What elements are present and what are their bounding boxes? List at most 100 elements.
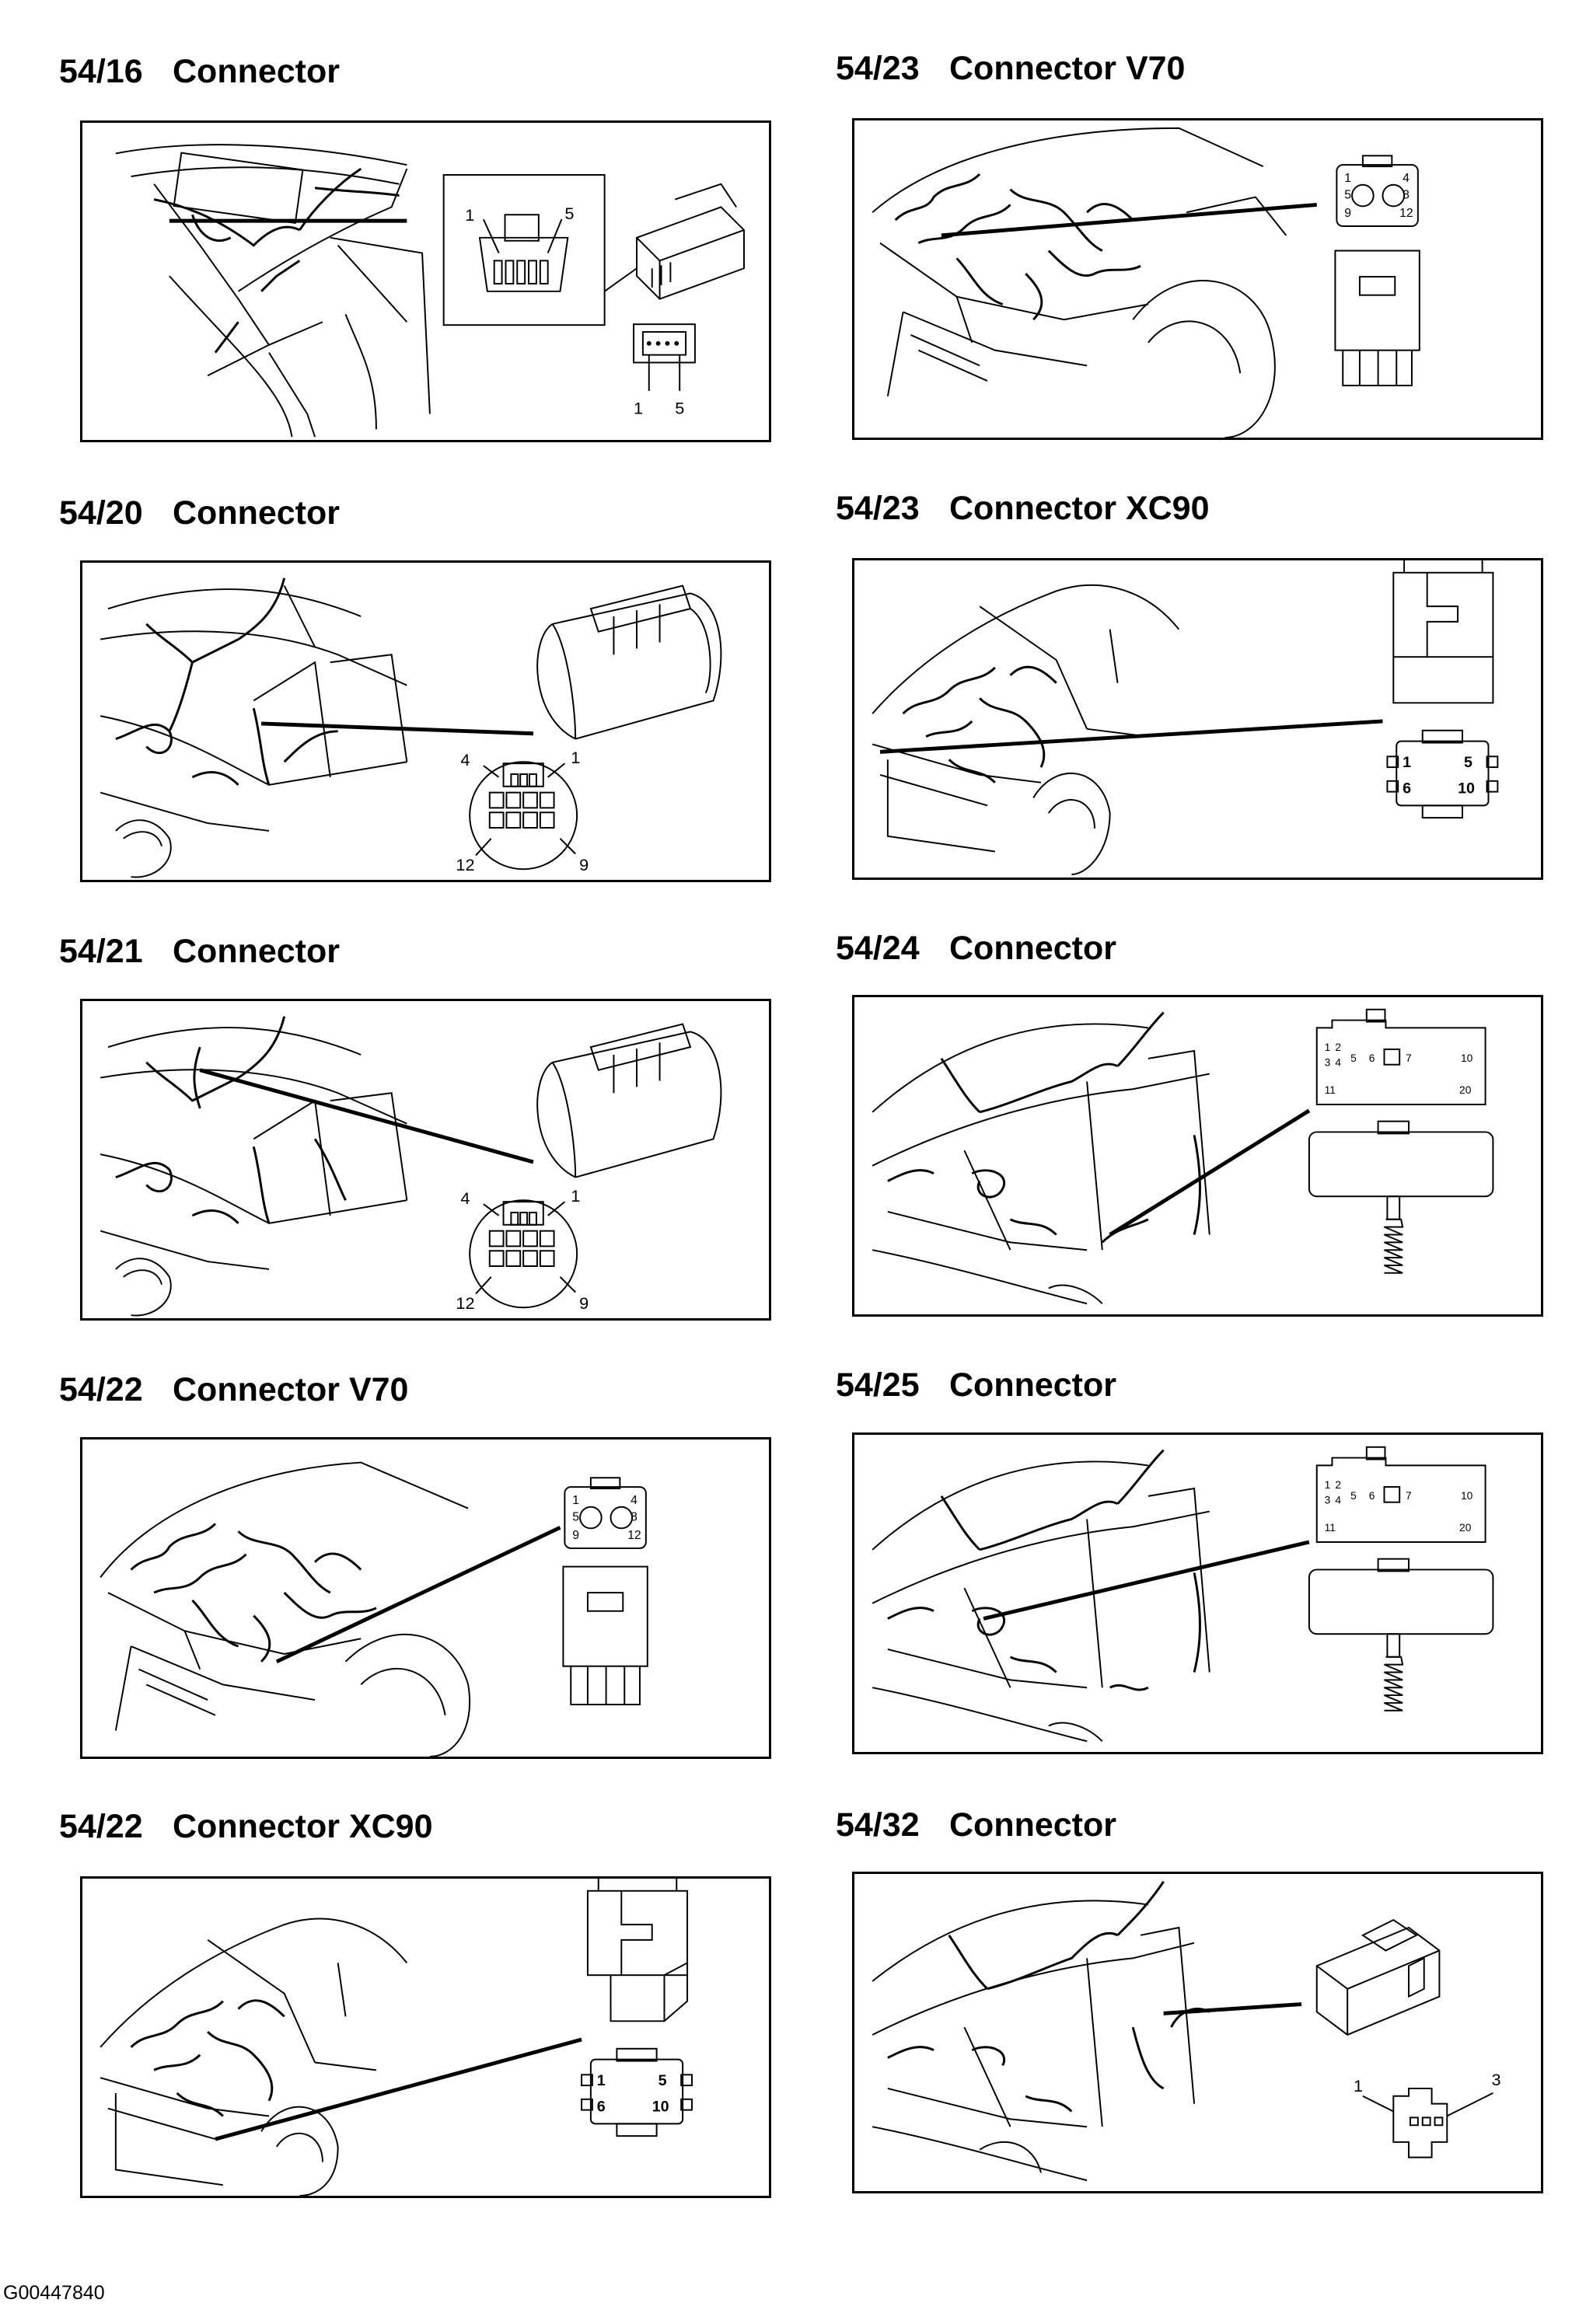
pin-label: 3	[1491, 2070, 1500, 2089]
connector-20-pin-face	[1315, 1446, 1486, 1543]
connector-10-pin-face	[581, 2047, 693, 2137]
diagram-54-25: 1 2 3 4 5 6 7 10 11 20	[852, 1432, 1543, 1754]
connector-inset-frame	[442, 174, 606, 326]
pin-label: 6	[1369, 1490, 1375, 1502]
pin-label: 10	[1458, 780, 1475, 797]
pin-label: 5	[564, 204, 574, 223]
connector-pin-face	[633, 323, 696, 391]
diagram-54-22-v70: 1 4 5 8 9 12	[80, 1437, 771, 1759]
pin-label: 1	[571, 1186, 580, 1206]
leader-line	[199, 1068, 534, 1164]
pin-label: 6	[1403, 780, 1411, 797]
car-side-illustration: 4 1 12 9	[100, 1016, 722, 1317]
pin-label: 10	[652, 2099, 669, 2116]
connector-round-housing	[536, 1023, 722, 1178]
connector-housing-3d	[636, 183, 745, 300]
connector-housing	[1334, 249, 1420, 386]
engine-bay-illustration: 1 4 5 8 9 12	[100, 1461, 648, 1757]
pin-label: 1	[572, 1494, 579, 1507]
pin-label: 1	[465, 205, 474, 225]
connector-housing	[562, 1565, 648, 1705]
leader-line	[983, 1540, 1310, 1621]
connector-12-pin-face	[1336, 155, 1419, 227]
pin-label: 5	[1350, 1052, 1357, 1064]
leader-line	[215, 2037, 582, 2141]
car-side-illustration: 1 2 3 4 5 6 7 10 11 20	[872, 1446, 1494, 1743]
pin-label: 1	[1344, 172, 1351, 185]
connector-housing-3d	[1315, 1918, 1441, 2036]
diagram-54-23-v70: 1 4 5 8 9 12	[852, 118, 1543, 440]
pin-label: 5	[572, 1510, 579, 1523]
leader-line	[261, 721, 534, 736]
diagram-54-22-xc90: 1 5 6 10	[80, 1876, 771, 2198]
pin-label: 1	[1403, 754, 1411, 771]
car-side-illustration: 1 3	[872, 1881, 1501, 2182]
pin-label: 10	[1461, 1052, 1473, 1064]
pin-label: 6	[597, 2099, 606, 2116]
connector-10-pin-face	[1386, 729, 1499, 819]
pin-label: 5	[675, 398, 684, 417]
pin-label: 6	[1369, 1052, 1375, 1064]
pin-label: 2	[1335, 1042, 1341, 1053]
pin-label: 8	[631, 1510, 638, 1523]
pin-label: 1	[597, 2072, 606, 2089]
pin-label: 5	[1350, 1490, 1357, 1502]
connector-housing	[1308, 1120, 1494, 1274]
pin-label: 9	[572, 1529, 579, 1542]
pin-label: 11	[1325, 1084, 1336, 1096]
connector-round-housing	[536, 584, 722, 740]
pin-label: 7	[1406, 1052, 1412, 1064]
pin-label: 9	[1344, 207, 1351, 220]
diagram-54-21: 4 1 12 9	[80, 999, 771, 1321]
pin-label: 20	[1459, 1084, 1472, 1096]
connector-12-pin-face	[469, 1199, 578, 1309]
car-roof-illustration: 1 5 1 5	[115, 144, 745, 438]
diagram-54-16: 1 5 1 5	[80, 120, 771, 442]
leader-line	[1163, 2002, 1302, 2015]
pin-label: 4	[460, 1188, 470, 1208]
connector-12-pin-face	[469, 761, 578, 871]
pin-label: 1	[1325, 1042, 1331, 1053]
connector-20-pin-face	[1315, 1008, 1486, 1105]
engine-bay-illustration: 1 5 6 10	[872, 560, 1499, 876]
pin-label: 11	[1325, 1522, 1336, 1534]
engine-bay-illustration: 1 4 5 8 9 12	[872, 127, 1420, 438]
pin-label: 4	[631, 1494, 638, 1507]
pin-label: 1	[634, 398, 643, 417]
diagram-54-20: 4 1 12 9	[80, 560, 771, 882]
figure-code: G00447840	[3, 2282, 105, 2304]
car-side-illustration: 1 2 3 4 5 6 7 10 11 20	[872, 1008, 1494, 1305]
pin-label: 3	[1325, 1057, 1331, 1069]
pin-label: 20	[1459, 1522, 1472, 1534]
connector-3-pin-face	[1362, 2087, 1493, 2158]
pin-label: 12	[627, 1529, 641, 1542]
pin-label: 4	[1335, 1057, 1341, 1069]
pin-label: 7	[1406, 1490, 1412, 1502]
pin-label: 12	[1399, 207, 1413, 220]
pin-label: 12	[456, 1293, 474, 1313]
engine-bay-illustration: 1 5 6 10	[100, 1879, 693, 2196]
leader-line	[941, 202, 1317, 238]
connector-5-pin	[478, 214, 569, 292]
connector-housing	[1392, 560, 1494, 704]
connector-housing	[1308, 1558, 1494, 1712]
pin-label: 5	[1344, 189, 1351, 202]
leader-line	[1109, 1108, 1311, 1237]
pin-label: 8	[1403, 189, 1410, 202]
pin-label: 2	[1335, 1479, 1341, 1491]
pin-label: 10	[1461, 1490, 1473, 1502]
connector-12-pin-face	[564, 1477, 647, 1549]
pin-label: 1	[571, 748, 580, 767]
diagram-54-32: 1 3	[852, 1872, 1543, 2193]
connector-housing	[586, 1879, 689, 2022]
pin-label: 4	[1403, 172, 1410, 185]
car-side-illustration: 4 1 12 9	[100, 578, 722, 878]
